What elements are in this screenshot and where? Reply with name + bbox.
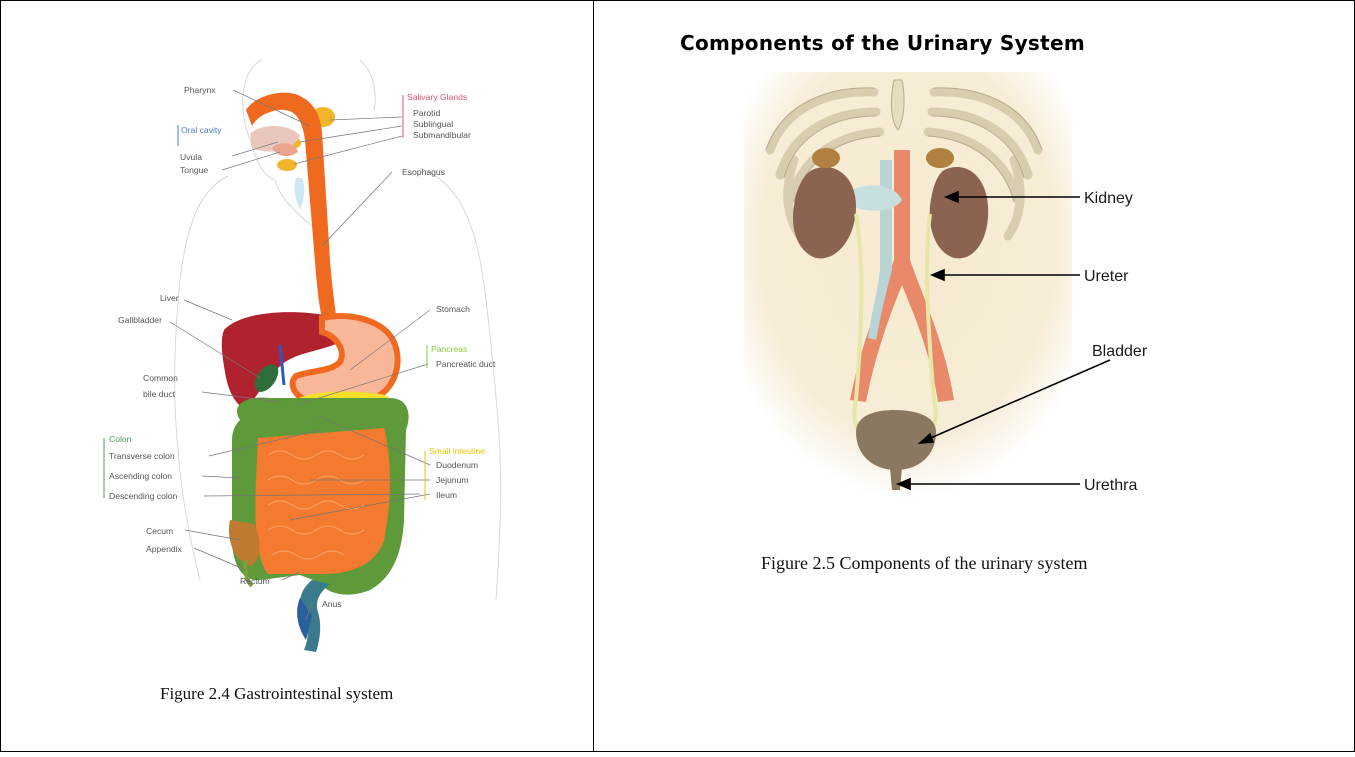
- cecum-shape: [229, 520, 260, 566]
- label-salivary-glands: Salivary Glands: [407, 92, 467, 102]
- label-pancreas: Pancreas: [431, 344, 467, 354]
- label-pancreatic-duct: Pancreatic duct: [436, 359, 496, 369]
- gi-figure-cell: Pharynx Salivary Glands Parotid Sublingu…: [0, 0, 593, 752]
- label-ascending-colon: Ascending colon: [109, 471, 172, 481]
- label-parotid: Parotid: [413, 108, 440, 118]
- label-anus: Anus: [322, 599, 342, 609]
- label-common-bile-duct-2: bile duct: [143, 389, 176, 399]
- right-kidney-shape: [930, 167, 988, 258]
- gi-figure-caption: Figure 2.4 Gastrointestinal system: [160, 684, 393, 704]
- urinary-diagram: Kidney Ureter Bladder Urethra: [594, 0, 1355, 752]
- label-transverse-colon: Transverse colon: [109, 451, 175, 461]
- gi-diagram: Pharynx Salivary Glands Parotid Sublingu…: [0, 0, 593, 752]
- label-bladder: Bladder: [1092, 343, 1148, 360]
- label-small-intestine: Small intestine: [429, 446, 485, 456]
- label-submandibular: Submandibular: [413, 130, 471, 140]
- label-colon: Colon: [109, 434, 132, 444]
- label-urethra: Urethra: [1084, 477, 1137, 494]
- label-rectum: Rectum: [240, 576, 270, 586]
- label-gallbladder: Gallbladder: [118, 315, 162, 325]
- label-uvula: Uvula: [180, 152, 202, 162]
- label-oral-cavity: Oral cavity: [181, 125, 222, 135]
- label-common-bile-duct-1: Common: [143, 373, 178, 383]
- trachea-shape: [294, 178, 304, 210]
- label-esophagus: Esophagus: [402, 167, 445, 177]
- urinary-diagram-title: Components of the Urinary System: [680, 31, 1085, 55]
- label-sublingual: Sublingual: [413, 119, 453, 129]
- label-pharynx: Pharynx: [184, 85, 216, 95]
- urinary-figure-cell: Components of the Urinary System: [594, 0, 1355, 752]
- label-stomach: Stomach: [436, 304, 470, 314]
- label-ureter: Ureter: [1084, 268, 1129, 285]
- left-adrenal-shape: [812, 148, 840, 168]
- label-duodenum: Duodenum: [436, 460, 478, 470]
- label-ileum: Ileum: [436, 490, 457, 500]
- urethra-shape: [890, 468, 902, 490]
- label-jejunum: Jejunum: [436, 475, 468, 485]
- label-tongue: Tongue: [180, 165, 208, 175]
- label-cecum: Cecum: [146, 526, 173, 536]
- submandibular-gland: [277, 159, 297, 171]
- label-liver: Liver: [160, 293, 179, 303]
- label-descending-colon: Descending colon: [109, 491, 178, 501]
- right-adrenal-shape: [926, 148, 954, 168]
- label-appendix: Appendix: [146, 544, 183, 554]
- small-intestine-shape: [255, 428, 390, 574]
- label-kidney: Kidney: [1084, 190, 1133, 207]
- urinary-figure-caption: Figure 2.5 Components of the urinary sys…: [761, 553, 1087, 574]
